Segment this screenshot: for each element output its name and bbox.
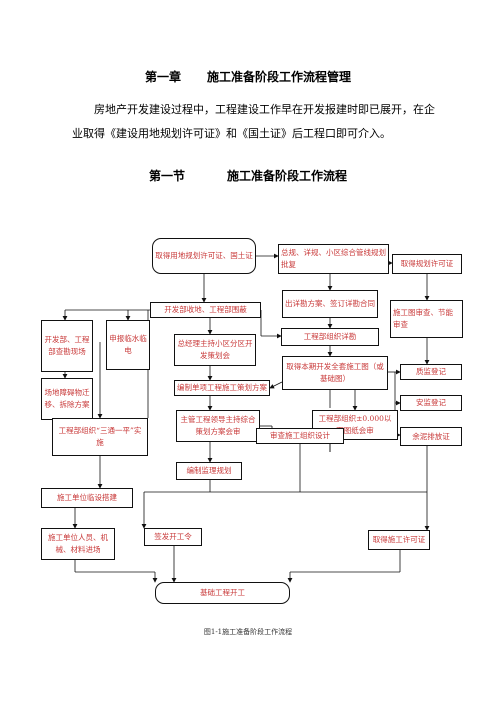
site-clear-box: 场地障碍物迁移、拆除方案 (41, 378, 93, 420)
detail-scheme-box: 出详勘方案、签订详勘合同 (282, 290, 378, 318)
planning-permit-box: 取得规划许可证 (392, 254, 462, 274)
foundation-start-box: 基础工程开工 (155, 582, 290, 604)
chapter-number: 第一章 (144, 70, 181, 84)
land-permit-box: 取得用地规划许可证、国土证 (152, 238, 256, 274)
personnel-box: 施工单位人员、机械、材料进场 (41, 528, 115, 560)
gm-meeting-box: 总经理主持小区分区开发策划会 (174, 334, 256, 366)
review-design-box: 审查施工组织设计 (256, 428, 344, 444)
chapter-title: 施工准备阶段工作流程管理 (207, 70, 352, 84)
master-plan-box: 总规、详规、小区综合管线规划批复 (278, 244, 389, 274)
section-number: 第一节 (148, 169, 185, 183)
single-plan-box: 编制单项工程施工策划方案 (174, 380, 270, 396)
slurry-box: 余泥排放证 (400, 427, 462, 446)
drawing-review-box: 施工图审查、节能审查 (390, 300, 463, 338)
full-drawing-box: 取得本期开发全套施工图（或基础图） (282, 356, 388, 390)
quality-reg-box: 质监登记 (400, 364, 462, 380)
lead-review-box: 主管工程领导主持综合策划方案会审 (176, 410, 260, 442)
utilities-box: 申报临水临电 (106, 320, 150, 370)
figure-caption: 图1-1施工准备阶段工作流程 (203, 628, 293, 636)
safety-reg-box: 安监登记 (400, 395, 462, 411)
survey-box: 开发部、工程部查勘现场 (41, 320, 93, 372)
chapter-heading: 第一章 施工准备阶段工作流程管理 (0, 68, 496, 85)
construction-permit-box: 取得施工许可证 (368, 530, 430, 550)
dev-dept-box: 开发部收地、工程部围蔽 (150, 302, 261, 318)
section-title: 施工准备阶段工作流程 (227, 169, 348, 183)
below-zero-box: 工程部组织±0.000以下图纸会审 (312, 410, 398, 440)
temp-facility-box: 施工单位临设搭建 (41, 488, 133, 508)
supervision-box: 编制监理规划 (176, 462, 242, 480)
section-heading: 第一节 施工准备阶段工作流程 (0, 167, 496, 184)
intro-paragraph: 房地产开发建设过程中，工程建设工作早在开发报建时即已展开，在企业取得《建设用地规… (72, 103, 435, 140)
three-one-box: 工程部组织“三通一平”实施 (52, 418, 148, 456)
issue-order-box: 签发开工令 (144, 528, 202, 546)
eng-detail-box: 工程部组织详勘 (281, 328, 379, 346)
